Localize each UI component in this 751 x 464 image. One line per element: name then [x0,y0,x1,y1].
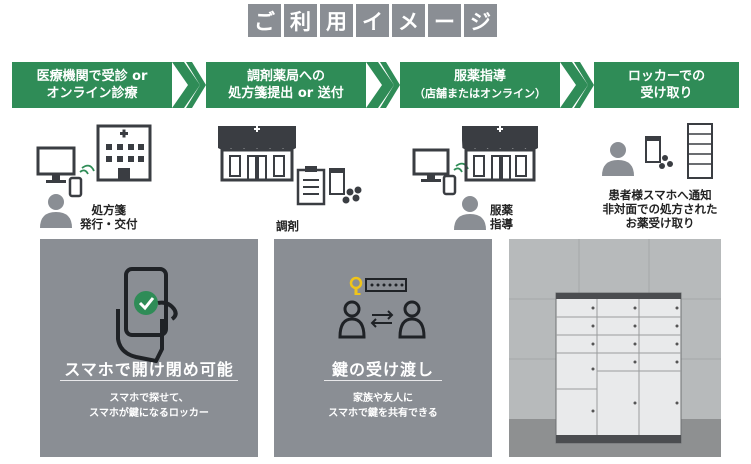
panel-desc: 家族や友人に スマホで鍵を共有できる [274,391,492,421]
title-char: 用 [320,4,353,37]
locker-scene [602,123,713,179]
title-char: イ [356,4,389,37]
person-icon [602,142,634,176]
caption-prescription: 処方箋 発行・交付 [80,203,138,231]
caption-line: 調剤 [276,219,299,233]
smartphone-icon [68,164,95,198]
title-char: ー [428,4,461,37]
step-2-line2: 処方箋提出 or 送付 [228,86,344,101]
step-1: 医療機関で受診 or オンライン診療 [12,62,172,108]
caption-guidance: 服薬 指導 [490,203,513,231]
caption-line: お薬受け取り [625,216,695,230]
caption-line: 服薬 [490,203,513,217]
step-4-line1: ロッカーでの [627,69,706,84]
panel-desc-line: スマホが鍵になるロッカー [89,408,209,419]
pharmacy-scene [218,126,362,206]
step-2: 調剤薬局への 処方箋提出 or 送付 [206,62,366,108]
step-2-line1: 調剤薬局への [246,69,325,84]
key-sharing-icon [338,276,426,339]
step-arrow-2-icon [366,62,400,108]
clinic-scene [36,124,152,228]
locker-image [509,239,721,457]
panel-key-sharing: 鍵の受け渡し 家族や友人に スマホで鍵を共有できる [274,239,492,457]
panel-desc-line: スマホで鍵を共有できる [328,408,438,419]
caption-line: 患者様スマホへ通知 [608,188,712,202]
monitor-icon [36,146,76,183]
hand-phone-icon [116,267,178,363]
caption-line: 非対面での処方された [602,202,718,216]
title-char: 利 [284,4,317,37]
step-3-line1: 服薬指導 [453,69,506,84]
caption-line: 指導 [490,217,513,231]
step-flow: 医療機関で受診 or オンライン診療 調剤薬局への 処方箋提出 or 送付 服薬… [12,62,739,108]
panel-desc-line: 家族や友人に [353,393,413,404]
step-1-line2: オンライン診療 [46,86,138,101]
person-icon [40,194,72,228]
caption-line: 発行・交付 [80,217,138,231]
divider [60,380,238,381]
pharmacy-store-icon [218,126,296,182]
pharmacy-store-icon [462,126,538,182]
medicine-icon [645,136,673,169]
caption-line: 処方箋 [91,203,127,217]
step-arrow-3-icon [560,62,594,108]
medicine-icon [329,168,362,204]
step-4-line2: 受け取り [640,86,693,101]
title-char: ジ [464,4,497,37]
panel-title: スマホで開け閉め可能 [64,360,234,379]
locker-photo [509,239,721,457]
clipboard-icon [296,166,326,206]
pharmacist-icon [454,196,486,230]
step-1-line1: 医療機関で受診 or [36,69,148,84]
locker-icon [687,123,713,179]
caption-dispensing: 調剤 [276,219,299,233]
guidance-scene [412,126,538,230]
panel-desc: スマホで探せて、 スマホが鍵になるロッカー [40,391,258,421]
hospital-icon [96,124,152,182]
caption-pickup: 患者様スマホへ通知 非対面での処方された お薬受け取り [590,188,730,230]
step-4: ロッカーでの 受け取り [594,62,739,108]
monitor-icon [412,148,450,182]
panel-smartphone-lock: スマホで開け閉め可能 スマホで探せて、 スマホが鍵になるロッカー [40,239,258,457]
step-3-line2: （店舗またはオンライン） [414,87,546,100]
title-char: メ [392,4,425,37]
panel-title: 鍵の受け渡し [331,360,434,379]
step-arrow-1-icon [172,62,206,108]
step-3: 服薬指導 （店舗またはオンライン） [400,62,560,108]
page-title: ご 利 用 イ メ ー ジ [248,4,497,37]
title-char: ご [248,4,281,37]
divider [324,380,442,381]
panel-desc-line: スマホで探せて、 [109,393,189,404]
